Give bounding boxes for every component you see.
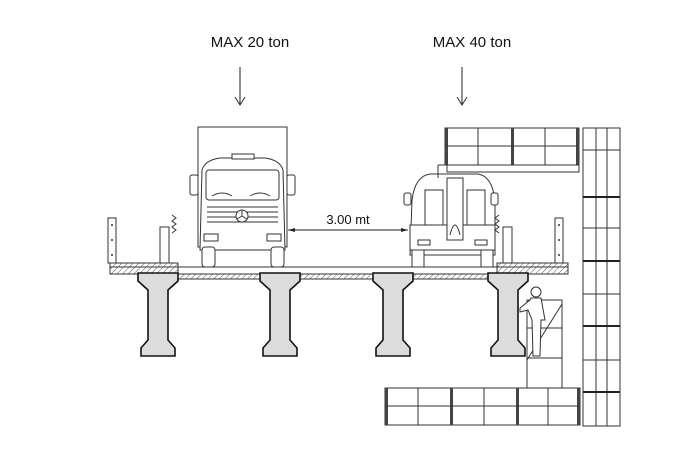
- girders: [137, 272, 529, 357]
- upper-platform: [444, 127, 580, 173]
- vertical-access-tower: [582, 127, 621, 427]
- worker-figure: [519, 286, 546, 357]
- truck: [189, 126, 296, 268]
- girder: [487, 272, 529, 357]
- load-arrow-vehicle: [456, 67, 468, 106]
- load-arrow-truck: [234, 67, 246, 106]
- right-railing: [494, 214, 564, 264]
- lower-platform: [384, 387, 581, 426]
- clearance-label: 3.00 mt: [326, 212, 370, 227]
- left-railing: [107, 214, 177, 264]
- girder: [259, 272, 301, 357]
- clearance-dimension: 3.00 mt: [288, 212, 408, 232]
- load-label-inspection-vehicle: MAX 40 ton: [433, 34, 511, 51]
- load-label-truck: MAX 20 ton: [211, 34, 289, 51]
- girder: [137, 272, 179, 357]
- girder: [372, 272, 414, 357]
- inspection-vehicle: [403, 164, 499, 268]
